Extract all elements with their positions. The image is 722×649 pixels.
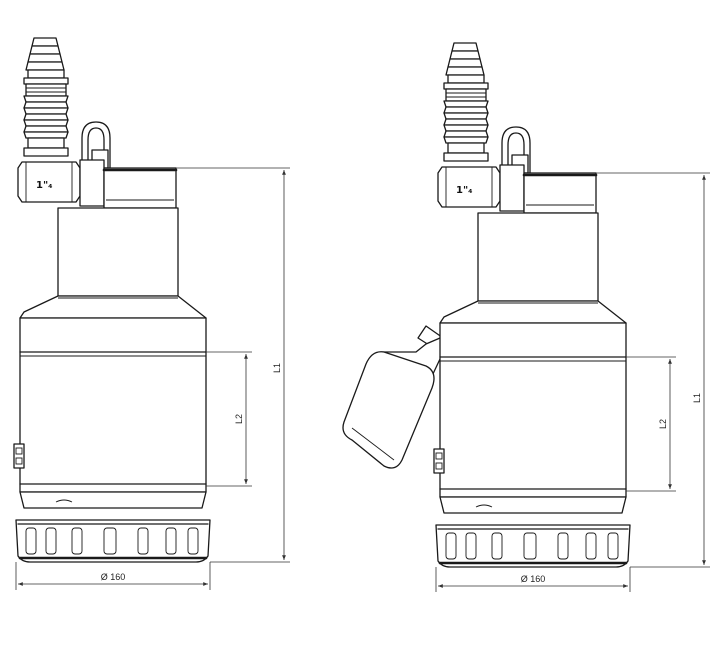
dimension-l1-label: L1: [272, 363, 282, 373]
dimension-l2-label: L2: [234, 414, 244, 424]
thread-label-front: 1"₄: [36, 180, 53, 191]
dimension-l1-label: L1: [692, 393, 702, 403]
dimension-l2-label: L2: [658, 419, 668, 429]
dimension-l2-front: L2: [206, 351, 252, 487]
diameter-label: Ø 160: [101, 572, 126, 582]
thread-label-side: 1"₄: [456, 185, 473, 196]
float-switch: [342, 325, 449, 469]
diameter-label: Ø 160: [521, 574, 546, 584]
pump-front-view: 1"₄ L1 L2 Ø 160: [12, 36, 290, 590]
dimension-diameter-side: Ø 160: [435, 567, 631, 592]
dimension-l1-side: L1: [596, 172, 710, 568]
dimension-l1-front: L1: [176, 167, 290, 563]
pump-side-view: 1"₄ L1 L2 Ø 160: [342, 41, 710, 592]
dimension-l2-side: L2: [626, 356, 676, 492]
dimension-diameter-front: Ø 160: [15, 562, 211, 590]
